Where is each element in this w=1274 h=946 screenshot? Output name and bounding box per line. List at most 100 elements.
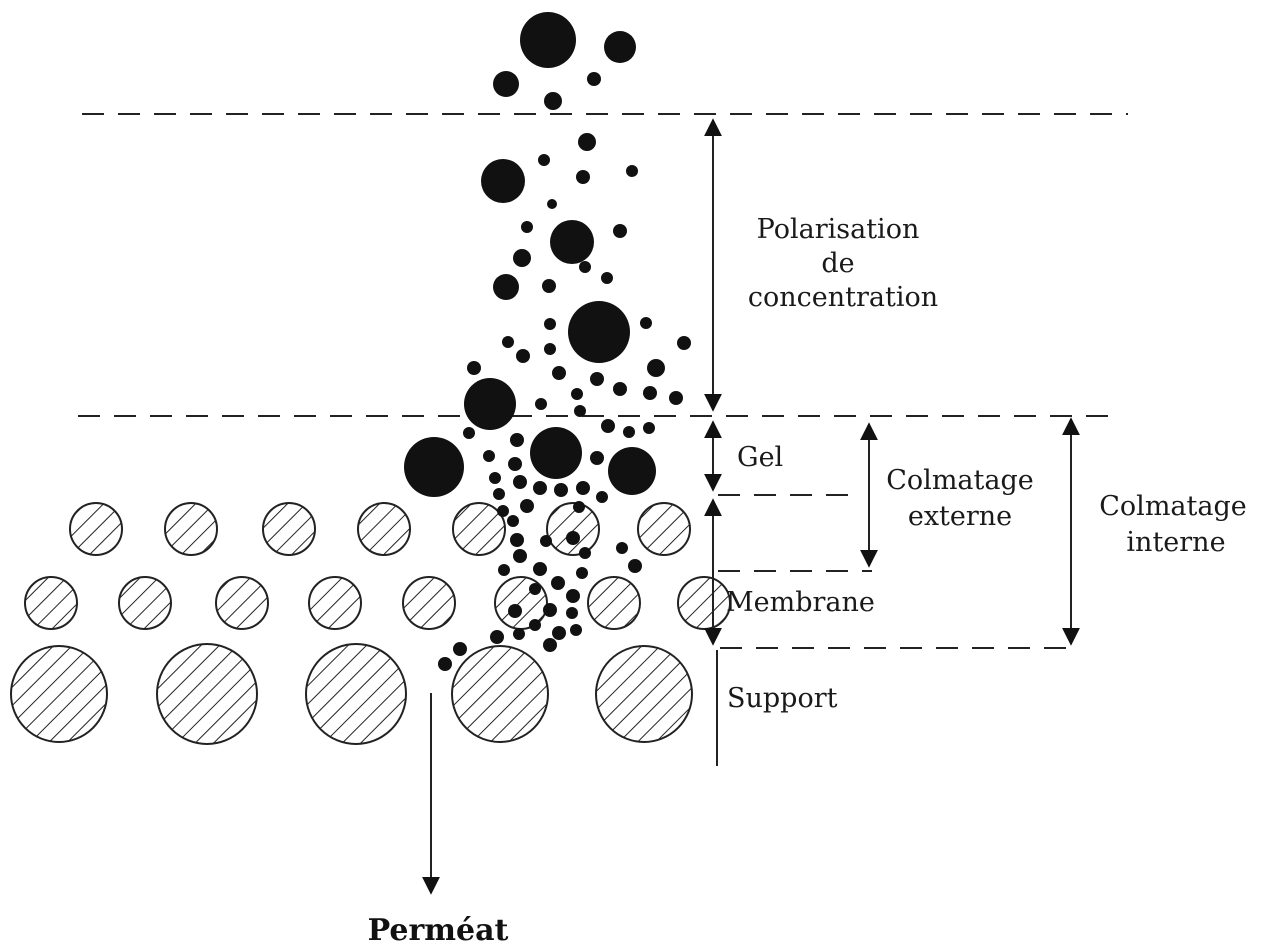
solute-particle	[530, 427, 582, 479]
solute-particle	[490, 630, 504, 644]
solute-particle	[571, 388, 583, 400]
solute-particle	[483, 450, 495, 462]
solute-particle	[510, 533, 524, 547]
solute-particle	[601, 419, 615, 433]
polarisation-label-line1: Polarisation	[757, 214, 920, 245]
solute-particle	[498, 564, 510, 576]
solute-particle	[576, 481, 590, 495]
colmatage-interne-label-line1: Colmatage	[1099, 491, 1246, 522]
solute-particle	[493, 71, 519, 97]
hatched-grain	[595, 645, 693, 743]
solute-particle	[578, 133, 596, 151]
hatched-grain	[156, 643, 258, 745]
solute-particle	[613, 224, 627, 238]
solute-particle	[596, 491, 608, 503]
solute-particle	[535, 398, 547, 410]
hatched-grain	[262, 502, 316, 556]
hatched-grain	[305, 643, 407, 745]
solute-particle	[568, 301, 630, 363]
solute-particle	[510, 433, 524, 447]
solute-particle	[628, 559, 642, 573]
solute-particle	[533, 562, 547, 576]
hatched-grain	[10, 645, 108, 743]
permeat-label: Perméat	[368, 913, 509, 946]
solute-particle	[544, 343, 556, 355]
solute-particle	[552, 366, 566, 380]
hatched-grain	[164, 502, 218, 556]
solute-particle	[529, 583, 541, 595]
hatched-grain	[308, 576, 362, 630]
solute-particle	[601, 272, 613, 284]
solute-particle	[566, 589, 580, 603]
hatched-grain	[587, 576, 641, 630]
solute-particle	[521, 221, 533, 233]
solute-particle	[626, 165, 638, 177]
hatched-grain	[215, 576, 269, 630]
solute-particle	[513, 249, 531, 267]
solute-particle	[520, 12, 576, 68]
solute-particle	[463, 427, 475, 439]
solute-particle	[570, 624, 582, 636]
hatched-grain	[402, 576, 456, 630]
solute-particle	[573, 501, 585, 513]
solute-particle	[604, 31, 636, 63]
solute-particle	[647, 359, 665, 377]
solute-particle	[507, 515, 519, 527]
solute-particle	[640, 317, 652, 329]
particle-cloud	[404, 12, 691, 671]
solute-particle	[608, 447, 656, 495]
hatched-grain	[451, 645, 549, 743]
solute-particle	[574, 405, 586, 417]
solute-particle	[493, 274, 519, 300]
solute-particle	[552, 626, 566, 640]
hatched-grain	[24, 576, 78, 630]
hatched-grain	[69, 502, 123, 556]
solute-particle	[538, 154, 550, 166]
support-label: Support	[727, 683, 838, 714]
solute-particle	[513, 475, 527, 489]
solute-particle	[550, 220, 594, 264]
solute-particle	[489, 472, 501, 484]
solute-particle	[497, 505, 509, 517]
solute-particle	[544, 92, 562, 110]
solute-particle	[590, 451, 604, 465]
polarisation-label-line2: de	[821, 248, 854, 279]
solute-particle	[438, 657, 452, 671]
hatched-grain	[452, 502, 506, 556]
solute-particle	[513, 549, 527, 563]
solute-particle	[576, 170, 590, 184]
solute-particle	[554, 483, 568, 497]
solute-particle	[540, 535, 552, 547]
solute-particle	[481, 159, 525, 203]
solute-particle	[579, 261, 591, 273]
hatched-grain	[357, 502, 411, 556]
hatched-grain	[677, 576, 731, 630]
solute-particle	[543, 603, 557, 617]
gel-label: Gel	[737, 442, 783, 473]
solute-particle	[613, 382, 627, 396]
solute-particle	[623, 426, 635, 438]
solute-particle	[547, 199, 557, 209]
solute-particle	[616, 542, 628, 554]
solute-particle	[508, 604, 522, 618]
solute-particle	[576, 567, 588, 579]
solute-particle	[566, 607, 578, 619]
solute-particle	[542, 279, 556, 293]
hatched-grain	[637, 502, 691, 556]
solute-particle	[551, 576, 565, 590]
colmatage-externe-label-line2: externe	[908, 501, 1012, 532]
colmatage-externe-label-line1: Colmatage	[886, 465, 1033, 496]
solute-particle	[467, 361, 481, 375]
hatched-grain	[118, 576, 172, 630]
solute-particle	[464, 378, 516, 430]
solute-particle	[643, 386, 657, 400]
solute-particle	[516, 349, 530, 363]
hatched-grain	[546, 502, 600, 556]
solute-particle	[579, 547, 591, 559]
polarisation-label-line3: concentration	[748, 282, 938, 313]
colmatage-interne-label-line2: interne	[1126, 527, 1225, 558]
solute-particle	[533, 481, 547, 495]
solute-particle	[453, 642, 467, 656]
solute-particle	[677, 336, 691, 350]
